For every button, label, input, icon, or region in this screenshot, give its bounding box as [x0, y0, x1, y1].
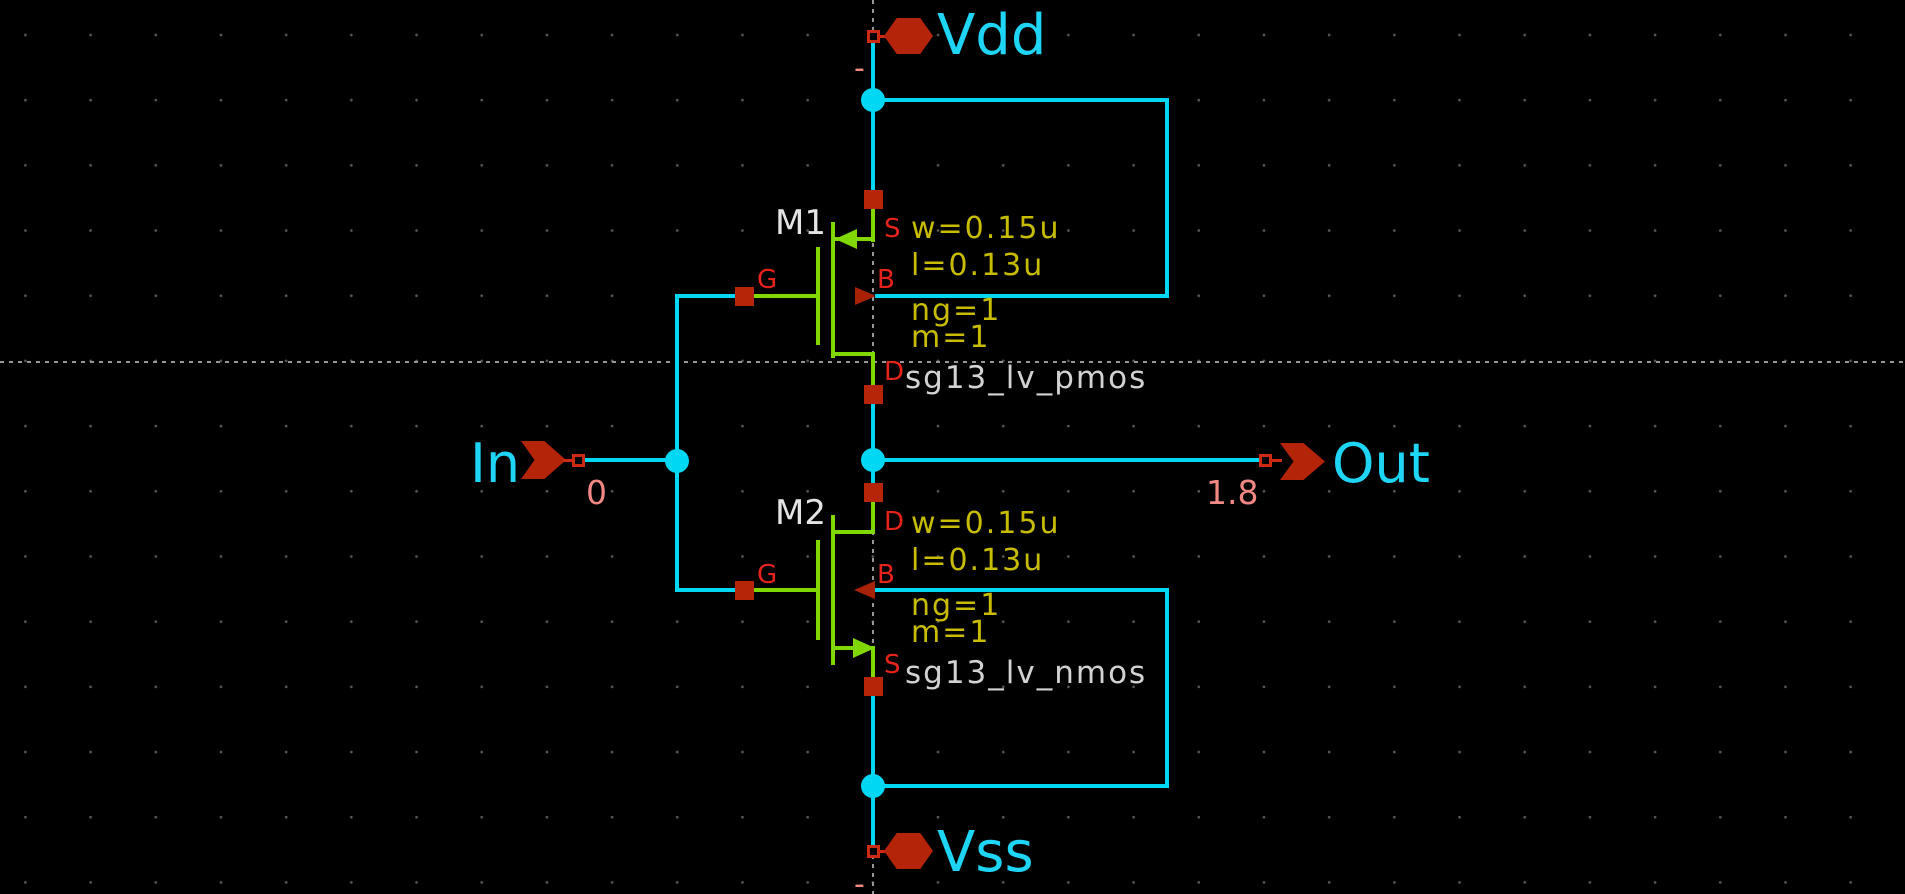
wire-vdd-to-m1-source[interactable]	[871, 100, 875, 200]
m1-pin-drain	[864, 385, 883, 404]
m2-param-l[interactable]: l=0.13u	[911, 543, 1045, 578]
m2-param-ng[interactable]: ng=1	[911, 588, 1002, 623]
m1-channel-bar	[831, 222, 835, 358]
m2-param-m[interactable]: m=1	[911, 615, 991, 650]
m2-bulk-arrow-icon	[854, 581, 875, 599]
wire-m2-source-to-vss[interactable]	[871, 686, 875, 788]
m1-gate-lead	[753, 294, 816, 298]
in-stub	[563, 459, 574, 462]
m1-model-label[interactable]: sg13_lv_pmos	[905, 360, 1148, 396]
m1-param-w[interactable]: w=0.15u	[911, 211, 1061, 246]
junction-out	[861, 448, 885, 472]
out-stub	[1271, 459, 1282, 462]
in-attach-square	[572, 454, 585, 467]
vdd-attach-square	[867, 30, 880, 43]
m1-bulk-arrow-icon	[855, 287, 876, 305]
wire-gate-vertical[interactable]	[675, 294, 679, 591]
in-pin-arrow-icon	[521, 441, 566, 479]
m1-terminal-s: S	[884, 214, 901, 244]
m1-drain-stub	[871, 352, 875, 388]
in-net-voltage: 0	[586, 473, 607, 512]
m1-terminal-g: G	[757, 265, 778, 295]
wire-m1-drain-to-out[interactable]	[871, 398, 875, 462]
wire-m1-bulk[interactable]	[875, 294, 1169, 298]
junction-vss	[861, 774, 885, 798]
m1-param-l[interactable]: l=0.13u	[911, 248, 1045, 283]
wire-m2-bulk[interactable]	[875, 588, 1169, 592]
junction-vdd	[861, 88, 885, 112]
vss-attach-square	[867, 845, 880, 858]
out-attach-square	[1259, 454, 1272, 467]
m1-pin-gate	[735, 287, 754, 306]
m1-source-stub	[871, 208, 875, 242]
vdd-minus-mark: -	[854, 51, 865, 86]
wire-vss-pin[interactable]	[871, 786, 875, 849]
m1-gate-bar	[816, 247, 820, 345]
m2-source-arrow-icon	[853, 638, 875, 658]
wire-out-to-m2-drain[interactable]	[871, 460, 875, 494]
vss-hexagon-pin-icon	[884, 833, 933, 869]
vss-minus-mark: -	[854, 867, 865, 894]
vdd-hexagon-pin-icon	[884, 18, 933, 54]
wire-vdd-pin[interactable]	[871, 40, 875, 102]
m2-gate-bar	[816, 540, 820, 640]
m1-terminal-d: D	[884, 357, 905, 387]
m2-ref-label[interactable]: M2	[775, 493, 826, 533]
m2-drain-stub	[871, 500, 875, 534]
m1-drain-lead	[833, 352, 875, 356]
m2-channel-bar	[831, 515, 835, 665]
wire-m1-gate[interactable]	[675, 294, 740, 298]
m1-ref-label[interactable]: M1	[775, 203, 826, 243]
vdd-label: Vdd	[937, 3, 1047, 68]
junction-in	[665, 449, 689, 473]
m2-drain-lead	[833, 530, 875, 534]
m2-terminal-g: G	[757, 560, 778, 590]
wire-vss-ring-bottom[interactable]	[871, 784, 1169, 788]
in-label: In	[470, 432, 521, 495]
out-label: Out	[1332, 432, 1430, 495]
m2-terminal-s: S	[884, 650, 901, 680]
m1-terminal-b: B	[877, 265, 895, 295]
m2-source-stub	[871, 646, 875, 680]
origin-axis-horizontal	[0, 361, 1905, 363]
vss-label: Vss	[937, 820, 1034, 885]
wire-out[interactable]	[871, 458, 1266, 462]
vss-stub	[879, 850, 886, 853]
m2-model-label[interactable]: sg13_lv_nmos	[905, 655, 1148, 691]
wire-vdd-ring-right[interactable]	[1165, 98, 1169, 298]
wire-vss-ring-right[interactable]	[1165, 588, 1169, 788]
m2-pin-source	[864, 677, 883, 696]
m2-terminal-d: D	[884, 507, 905, 537]
m1-pin-source	[864, 190, 883, 209]
m2-terminal-b: B	[877, 560, 895, 590]
m2-pin-gate	[735, 581, 754, 600]
wire-vdd-ring-top[interactable]	[871, 98, 1169, 102]
m1-source-arrow-icon	[835, 229, 857, 249]
m2-gate-lead	[753, 588, 816, 592]
m2-param-w[interactable]: w=0.15u	[911, 506, 1061, 541]
m2-pin-drain	[864, 483, 883, 502]
out-pin-arrow-icon	[1280, 443, 1325, 480]
wire-in[interactable]	[578, 458, 678, 462]
m1-param-ng[interactable]: ng=1	[911, 293, 1002, 328]
m1-param-m[interactable]: m=1	[911, 320, 991, 355]
vdd-stub	[879, 35, 886, 38]
wire-m2-gate[interactable]	[675, 588, 740, 592]
out-net-voltage: 1.8	[1206, 473, 1259, 512]
